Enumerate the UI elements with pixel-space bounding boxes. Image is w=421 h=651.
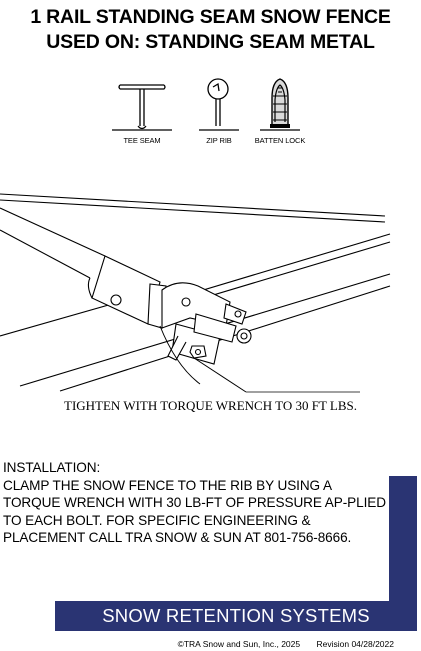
title-line-1: 1 RAIL STANDING SEAM SNOW FENCE: [30, 6, 391, 28]
seam-type-zip-rib: ZIP RIB: [189, 76, 249, 145]
title-line-2: USED ON: STANDING SEAM METAL: [46, 31, 375, 53]
installation-heading: INSTALLATION:: [3, 460, 101, 475]
seam-label-zip-rib: ZIP RIB: [206, 136, 232, 145]
installation-section: INSTALLATION: CLAMP THE SNOW FENCE TO TH…: [3, 459, 388, 547]
installation-text: CLAMP THE SNOW FENCE TO THE RIB BY USING…: [3, 477, 386, 546]
revision-text: Revision 04/28/2022: [316, 639, 394, 649]
copyright-text: ©TRA Snow and Sun, Inc., 2025: [177, 639, 301, 649]
seam-label-tee: TEE SEAM: [123, 136, 161, 145]
footer-band: SNOW RETENTION SYSTEMS: [55, 601, 417, 631]
seam-label-batten-lock: BATTEN LOCK: [254, 136, 306, 145]
copyright-line: ©TRA Snow and Sun, Inc., 2025 Revision 0…: [0, 639, 421, 649]
tee-seam-icon: [112, 84, 172, 131]
seam-type-batten-lock: BATTEN LOCK: [250, 76, 310, 145]
page-title: 1 RAIL STANDING SEAM SNOW FENCE USED ON:…: [0, 5, 421, 55]
footer-band-text: SNOW RETENTION SYSTEMS: [102, 605, 370, 626]
zip-rib-icon: [199, 78, 239, 131]
batten-lock-icon: [260, 78, 300, 131]
installation-drawing: [0, 193, 391, 393]
seam-type-tee: TEE SEAM: [112, 76, 172, 145]
torque-instruction: TIGHTEN WITH TORQUE WRENCH TO 30 FT LBS.: [64, 398, 357, 413]
